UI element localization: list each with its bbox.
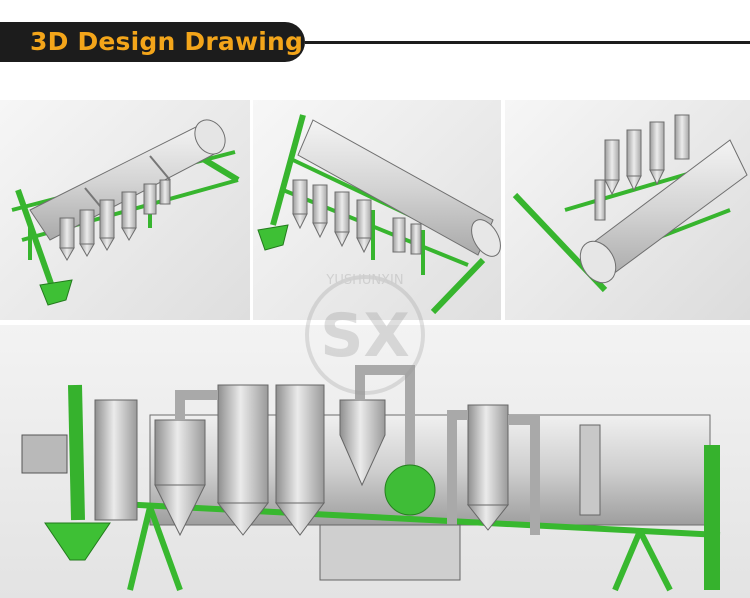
feed-hopper [44, 522, 111, 561]
furnace [94, 399, 138, 521]
green-support-frame [99, 500, 721, 592]
watermark-logo: SX YUSHUNXIN [305, 273, 425, 395]
induced-draft-fan [384, 464, 436, 516]
control-cabinet [319, 524, 461, 581]
drive-motor [21, 434, 68, 474]
drawing-view-isometric-left [0, 100, 250, 320]
drawing-view-front-elevation [0, 325, 750, 598]
feed-conveyor [270, 114, 306, 226]
discharge-conveyor [430, 257, 486, 315]
cyclone-separators [154, 384, 510, 537]
title-banner: 3D Design Drawing [0, 22, 305, 62]
feed-conveyor [15, 189, 58, 296]
drawing-view-isometric-right [505, 100, 750, 320]
page-title: 3D Design Drawing [30, 27, 304, 56]
section-header: 3D Design Drawing [0, 22, 750, 62]
drum-end-ring [579, 424, 601, 516]
rotary-drum [29, 119, 226, 241]
cyclone-row [59, 179, 171, 261]
cyclone-row [594, 114, 690, 221]
ducting-pipes [175, 365, 540, 535]
header-divider [305, 41, 750, 44]
rotary-drum [579, 139, 748, 284]
rotary-drum [297, 119, 501, 257]
watermark-brand: SX [320, 301, 409, 371]
drawing-view-isometric-center [253, 100, 501, 320]
feed-hopper [257, 224, 289, 251]
watermark-name: YUSHUNXIN [325, 273, 403, 288]
bucket-elevator [68, 384, 85, 521]
feed-hopper [39, 279, 73, 306]
cyclone-row [292, 179, 422, 255]
